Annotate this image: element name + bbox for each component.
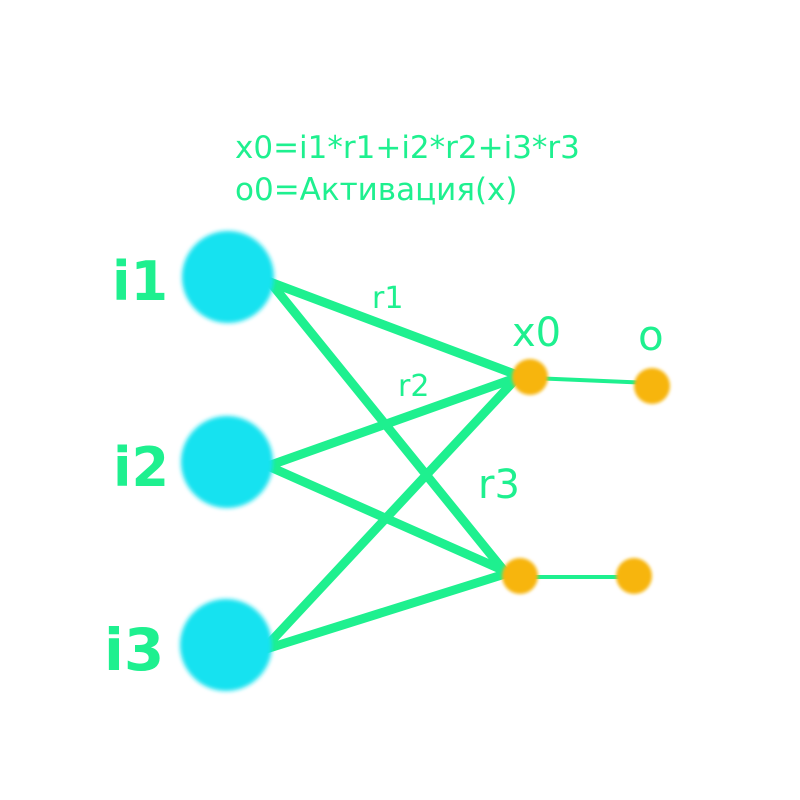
edge-i3-top [258, 377, 518, 655]
input-node-i3 [180, 599, 272, 691]
edge-i1-top [265, 277, 530, 383]
output-node-o0 [634, 368, 670, 404]
output-edges [520, 376, 652, 579]
edge-hidden1-output1 [530, 376, 652, 385]
formula-line-2: o0=Активация(x) [235, 172, 518, 208]
weight-label-r3: r3 [478, 462, 520, 508]
hidden-node-2 [502, 558, 538, 594]
edge-i3-bottom [258, 569, 510, 655]
input-edges [258, 277, 530, 655]
small-nodes [502, 359, 670, 594]
input-node-i1 [182, 231, 274, 323]
label-i1: i1 [112, 250, 168, 313]
edge-i2-top [263, 375, 515, 471]
output-label-o: o [638, 311, 664, 360]
weight-label-r2: r2 [398, 369, 429, 404]
weight-label-r1: r1 [372, 281, 403, 316]
output-node-2 [616, 558, 652, 594]
input-node-i2 [181, 416, 273, 508]
input-layer [180, 231, 274, 691]
label-i2: i2 [113, 436, 169, 499]
formula-line-1: x0=i1*r1+i2*r2+i3*r3 [235, 130, 580, 166]
label-i3: i3 [104, 616, 164, 684]
hidden-label-x0: x0 [512, 310, 561, 356]
hidden-node-x0 [512, 359, 548, 395]
